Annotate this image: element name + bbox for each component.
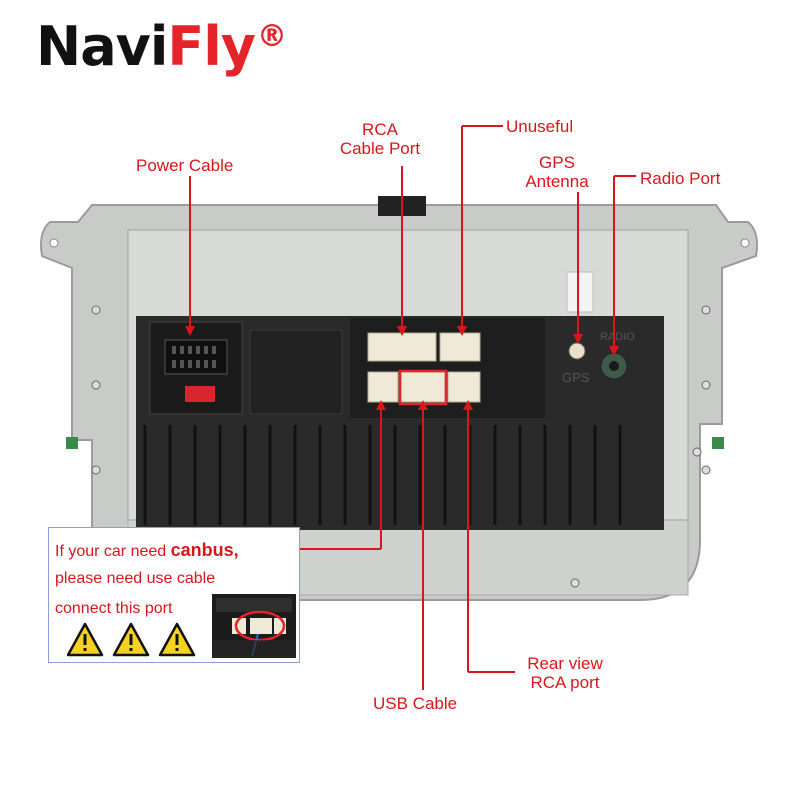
warning-icons (67, 622, 196, 657)
rca-cable-connector (367, 332, 437, 362)
leader-arrowheads (185, 326, 619, 410)
label-rca-line1: RCA (362, 120, 398, 139)
canbus-port-thumbnail (212, 594, 296, 658)
brand-name-navi: Navi (36, 15, 168, 78)
center-block (249, 329, 343, 415)
label-rear-line1: Rear view (527, 654, 603, 673)
label-rca-line2: Cable Port (339, 139, 421, 158)
callout-line1-text: If your car need (55, 543, 171, 560)
lower-connectors (367, 371, 481, 403)
green-tab (66, 437, 78, 449)
gps-marking: GPS (562, 370, 590, 385)
warning-icon (112, 622, 150, 657)
sticker (566, 271, 594, 313)
brand-name-fly: Fly (167, 15, 256, 78)
label-usb-cable: USB Cable (373, 694, 458, 713)
callout-canbus: canbus, (170, 540, 239, 560)
radio-marking: RADIO (600, 331, 635, 343)
warning-icon (67, 622, 104, 657)
label-gps-antenna: GPS Antenna (510, 153, 604, 191)
power-connector (164, 339, 228, 375)
fuse (185, 386, 215, 402)
callout-line1: If your car need canbus, (55, 540, 239, 561)
canbus-port-photo (212, 594, 296, 658)
label-gps-line2: Antenna (525, 172, 589, 191)
gps-antenna-port (568, 342, 586, 360)
callout-line3: connect this port (55, 600, 173, 617)
leader-lines (189, 125, 636, 690)
label-unuseful: Unuseful (506, 117, 574, 136)
label-radio-port: Radio Port (640, 169, 721, 188)
label-power-cable: Power Cable (136, 156, 234, 175)
heatsink (143, 425, 622, 525)
mount-hole (49, 238, 59, 248)
brand-logo: NaviFly® (36, 19, 287, 74)
callout-line2: please need use cable (55, 570, 216, 587)
mount-hole (740, 238, 750, 248)
registered-mark: ® (256, 19, 287, 54)
unuseful-connector (439, 332, 481, 362)
warning-icon (158, 622, 196, 657)
label-rear-line2: RCA port (530, 673, 600, 692)
label-gps-line1: GPS (539, 153, 575, 172)
label-rca-cable-port: RCA Cable Port (330, 120, 430, 158)
green-tab (712, 437, 724, 449)
label-rear-view-rca-port: Rear view RCA port (510, 654, 620, 692)
